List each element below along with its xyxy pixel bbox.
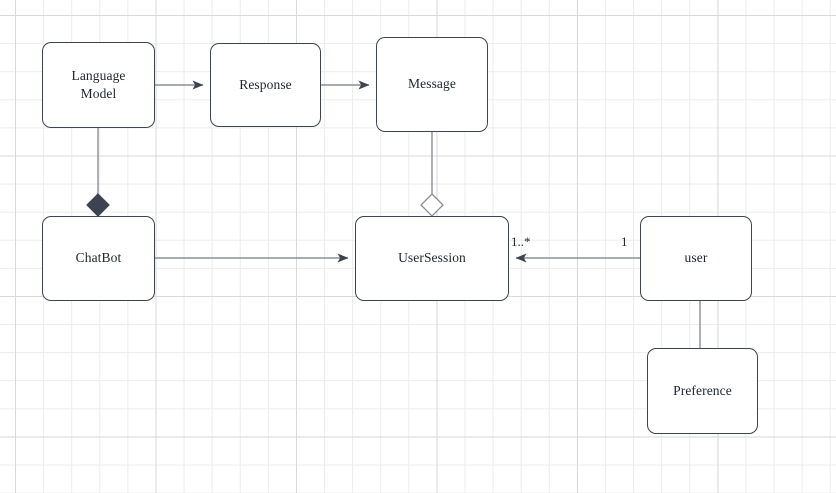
multiplicity-label-usersession: 1..*: [511, 234, 531, 249]
filled-diamond-icon: [86, 193, 110, 217]
node-language-model[interactable]: Language Model: [42, 42, 155, 128]
multiplicity-label-user: 1: [621, 234, 628, 249]
node-user[interactable]: user: [640, 216, 752, 301]
node-user-label: user: [684, 250, 708, 266]
node-language-model-label-line2: Model: [80, 86, 117, 101]
edge-usersession-to-message[interactable]: [420, 132, 444, 217]
node-usersession[interactable]: UserSession: [355, 216, 509, 301]
node-message-label: Message: [408, 76, 456, 92]
edge-chatbot-to-language-model[interactable]: [86, 128, 110, 217]
node-chatbot[interactable]: ChatBot: [42, 216, 155, 301]
node-preference[interactable]: Preference: [647, 348, 758, 434]
node-preference-label: Preference: [673, 382, 732, 398]
node-response-label: Response: [239, 76, 292, 92]
node-usersession-label: UserSession: [398, 250, 466, 266]
node-message[interactable]: Message: [376, 37, 488, 132]
hollow-diamond-icon: [420, 193, 444, 217]
node-chatbot-label: ChatBot: [75, 250, 122, 266]
node-response[interactable]: Response: [210, 43, 321, 127]
node-language-model-label-line1: Language: [71, 67, 126, 83]
